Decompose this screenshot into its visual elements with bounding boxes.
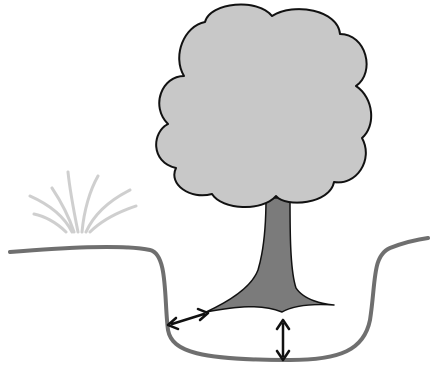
grass-icon xyxy=(30,172,136,232)
tree-trunk xyxy=(206,198,334,312)
depth-arrow-icon xyxy=(277,320,289,360)
ground-line xyxy=(10,238,428,360)
tree-canopy xyxy=(156,5,371,208)
side-arrow-icon xyxy=(168,309,208,329)
grass-blade xyxy=(90,206,136,232)
